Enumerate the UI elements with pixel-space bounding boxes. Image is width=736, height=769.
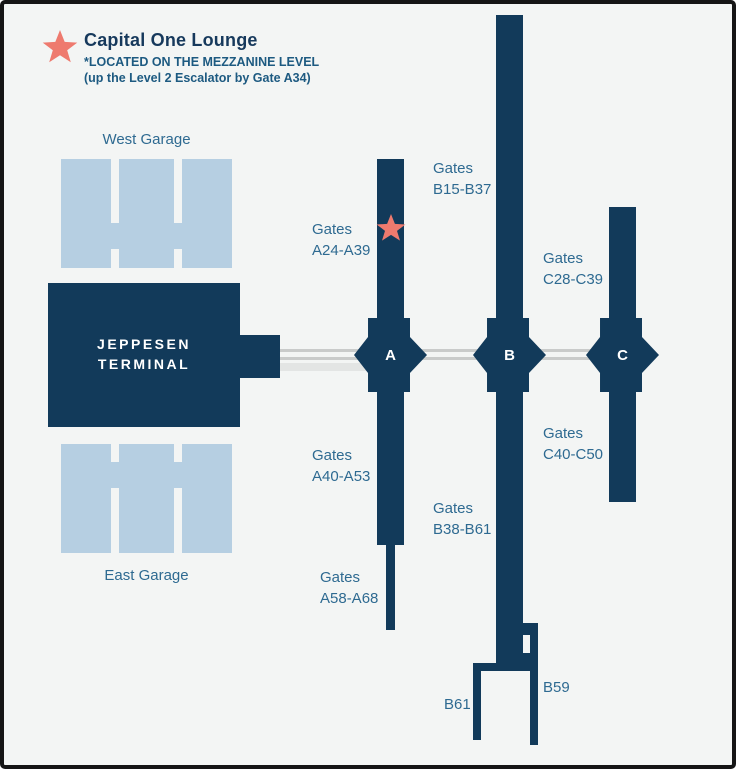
garage-block bbox=[61, 159, 111, 268]
train-track-rail bbox=[278, 357, 626, 360]
gates-b38-b61-label: Gates B38-B61 bbox=[433, 500, 492, 538]
train-track-rail bbox=[278, 349, 626, 352]
concourse-c-bar-south bbox=[609, 389, 636, 502]
gate-b59-label: B59 bbox=[543, 679, 570, 696]
garage-block bbox=[119, 159, 174, 268]
concourse-b-letter: B bbox=[504, 346, 515, 364]
gates-c40-c50-label: Gates C40-C50 bbox=[543, 425, 604, 463]
legend-note: *LOCATED ON THE MEZZANINE LEVEL (up the … bbox=[84, 55, 320, 85]
concourse-c-bar-north bbox=[609, 207, 636, 337]
garage-connector bbox=[61, 223, 232, 249]
lounge-star-icon bbox=[42, 30, 78, 63]
concourse-c-node: C bbox=[586, 318, 659, 392]
gates-c28-c39-label: Gates C28-C39 bbox=[543, 250, 604, 288]
east-garage bbox=[61, 444, 232, 553]
legend-title: Capital One Lounge bbox=[84, 30, 258, 50]
garage-block bbox=[119, 444, 174, 553]
gate-b61-pier bbox=[473, 663, 481, 740]
concourse-a-node: A bbox=[354, 318, 427, 392]
garage-block bbox=[182, 444, 232, 553]
garage-block bbox=[182, 159, 232, 268]
concourse-b-node: B bbox=[473, 318, 546, 392]
gates-a40-a53-label: Gates A40-A53 bbox=[312, 447, 371, 485]
west-garage-label: West Garage bbox=[102, 131, 191, 148]
concourse-a-letter: A bbox=[385, 346, 396, 364]
gate-b59-pier bbox=[530, 623, 538, 745]
gates-a24-a39-label: Gates A24-A39 bbox=[312, 221, 371, 259]
west-garage bbox=[61, 159, 232, 268]
gates-a58-a68-label: Gates A58-A68 bbox=[320, 569, 379, 607]
terminal-label: JEPPESEN TERMINAL bbox=[97, 336, 191, 372]
gates-b15-b37-label: Gates B15-B37 bbox=[433, 160, 492, 198]
concourse-c-letter: C bbox=[617, 346, 628, 364]
train-track-platform bbox=[278, 363, 394, 371]
terminal-bridge bbox=[240, 335, 280, 378]
garage-block bbox=[61, 444, 111, 553]
jeppesen-terminal bbox=[48, 283, 240, 427]
gate-b61-label: B61 bbox=[444, 696, 471, 713]
east-garage-label: East Garage bbox=[104, 567, 189, 584]
concourse-a-tail bbox=[386, 545, 395, 630]
garage-connector bbox=[61, 462, 232, 488]
concourse-b-spur bbox=[473, 663, 500, 671]
